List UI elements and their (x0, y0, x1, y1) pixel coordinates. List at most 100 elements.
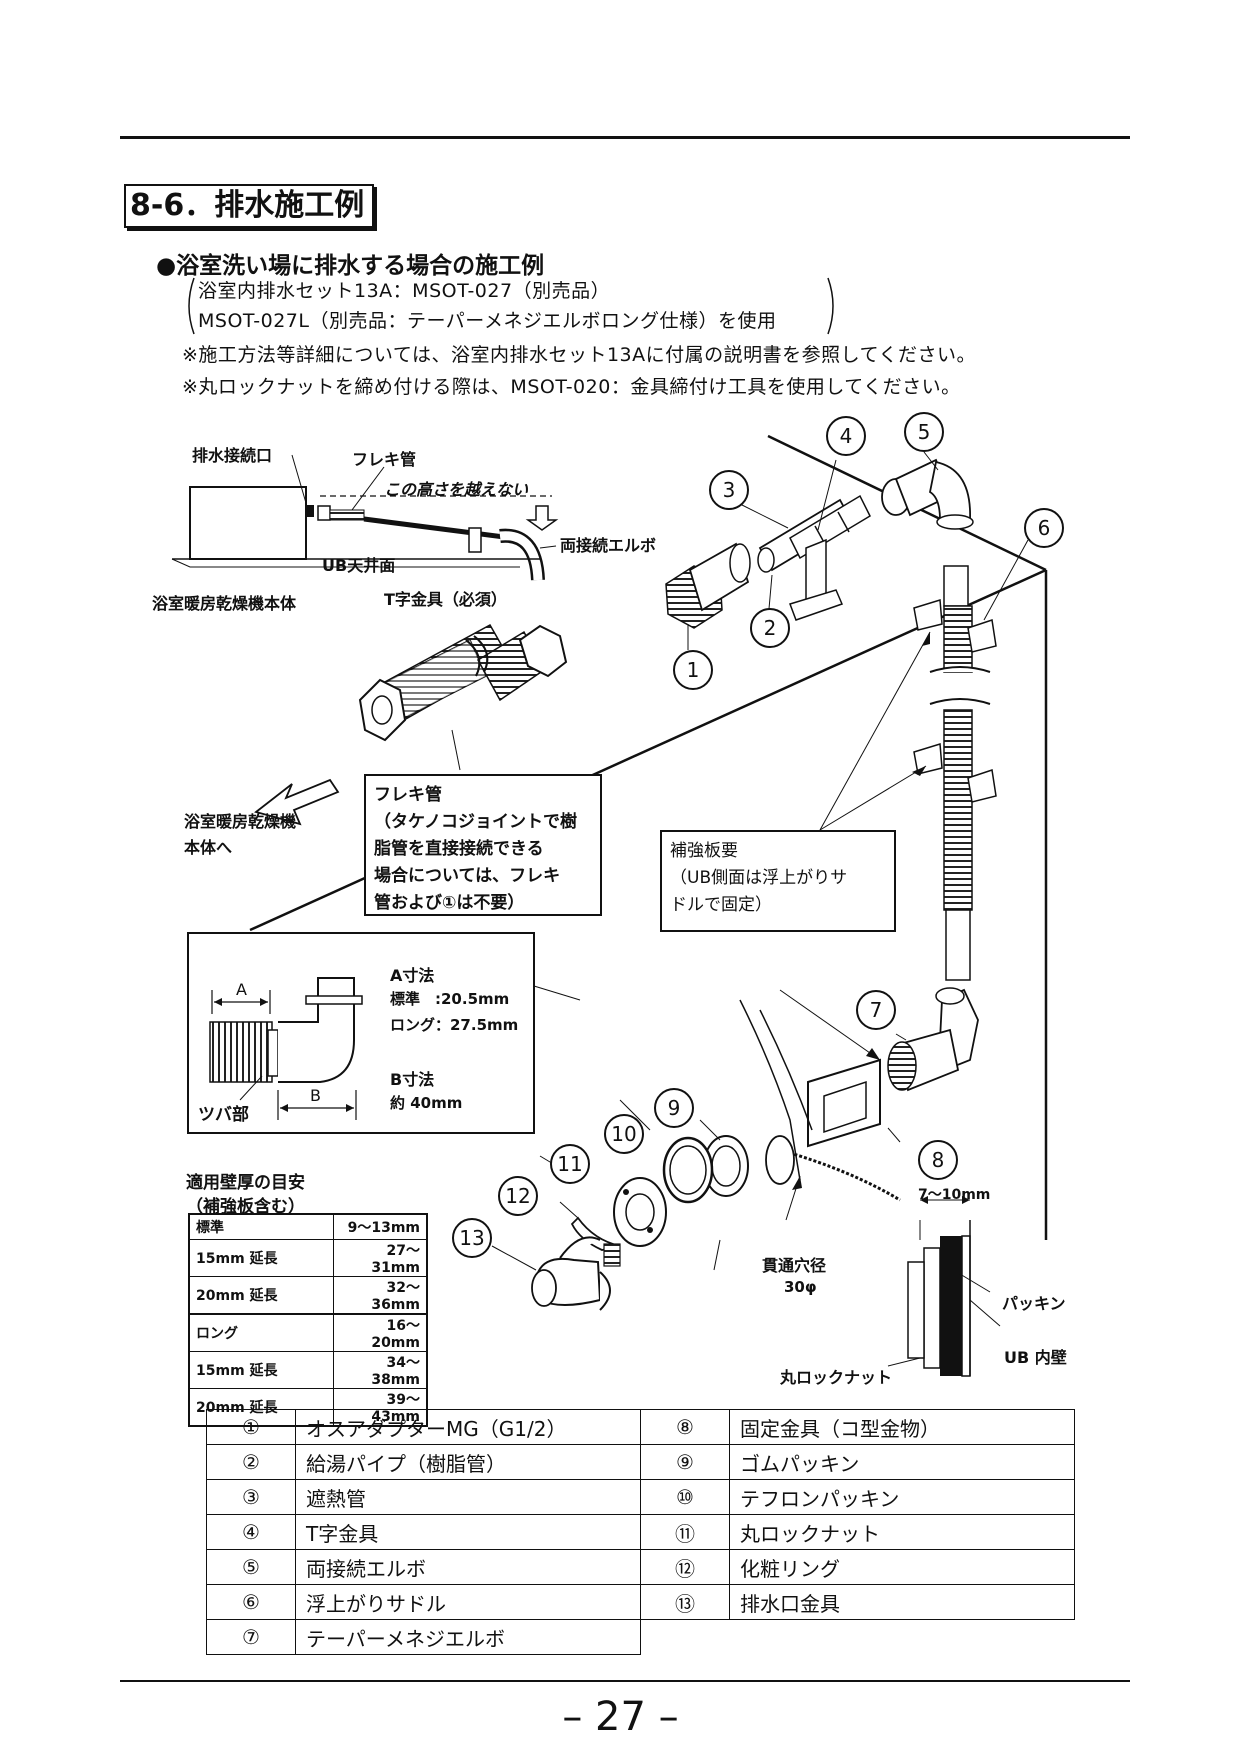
part-name: オスアダプターMG（G1/2） (295, 1409, 641, 1445)
note-paren-left (188, 277, 195, 335)
dryer-inset (171, 454, 559, 581)
dim-b-val: 約 40mm (390, 1094, 463, 1112)
wall-row-value: 16～20mm (333, 1313, 428, 1352)
wall-row-label: 20mm 延長 (188, 1276, 334, 1315)
part-number: ⑥ (206, 1584, 296, 1620)
wall-row-value: 27～31mm (333, 1239, 428, 1277)
flex-pipe-illustration (358, 623, 568, 771)
wall-row-value: 9～13mm (333, 1213, 428, 1240)
callout-2: 2 (750, 608, 790, 648)
part-name: 両接続エルボ (295, 1549, 641, 1585)
parts-1-4 (665, 459, 871, 650)
part-number: ⑪ (640, 1514, 730, 1550)
dim-a-std: 標準 :20.5mm (390, 990, 510, 1008)
part-name: 固定金具（コ型金物） (729, 1409, 1075, 1445)
callout-5: 5 (904, 412, 944, 452)
page-number: – 27 – (562, 1694, 679, 1740)
callout-4: 4 (826, 416, 866, 456)
part-number: ⑤ (206, 1549, 296, 1585)
part-number: ⑧ (640, 1409, 730, 1445)
flex-pipe-note-box: フレキ管 （タケノコジョイントで樹 脂管を直接接続できる 場合については、フレキ… (364, 774, 602, 916)
subhead: ●浴室洗い場に排水する場合の施工例 (156, 253, 545, 279)
dim-b-letter: B (310, 1086, 321, 1105)
label-ub-ceiling: UB天井面 (322, 556, 396, 575)
callout-7: 7 (856, 990, 896, 1030)
note-line-4: ※丸ロックナットを締め付ける際は、MSOT-020：金具締付け工具を使用してくだ… (182, 376, 961, 398)
label-height-note: この高さを越えない (384, 480, 529, 499)
dim-a-long: ロング：27.5mm (390, 1016, 519, 1034)
dim-tsuba: ツバ部 (198, 1105, 249, 1125)
callout-6: 6 (1024, 508, 1064, 548)
label-dryer-body: 浴室暖房乾燥機本体 (152, 594, 297, 613)
label-drain-port: 排水接続口 (192, 446, 273, 465)
part-name: テーパーメネジエルボ (295, 1619, 641, 1655)
callout-1: 1 (673, 650, 713, 690)
wall-table-title-1: 適用壁厚の目安 (186, 1173, 305, 1193)
label-lock-nut: 丸ロックナット (780, 1368, 893, 1387)
label-to-dryer-2: 本体へ (184, 838, 233, 857)
part-number: ⑩ (640, 1479, 730, 1515)
part-name: 浮上がりサドル (295, 1584, 641, 1620)
part-name: 丸ロックナット (729, 1514, 1075, 1550)
wall-fitting-group (531, 987, 979, 1311)
part-5-elbow (881, 451, 974, 530)
flex-box-line-2: （タケノコジョイントで樹 (374, 812, 577, 832)
part-number: ⑦ (206, 1619, 296, 1655)
wall-table-title-2: （補強板含む） (186, 1197, 305, 1217)
wall-row-label: ロング (188, 1313, 334, 1352)
callout-3: 3 (709, 470, 749, 510)
label-packing: パッキン (1002, 1294, 1066, 1313)
part-name: 化粧リング (729, 1549, 1075, 1585)
part-number: ① (206, 1409, 296, 1445)
part-name: 排水口金具 (729, 1584, 1075, 1620)
part-name: テフロンパッキン (729, 1479, 1075, 1515)
label-flex-pipe-small: フレキ管 (352, 450, 417, 469)
arrow-to-dryer (254, 778, 340, 826)
wall-row-label: 15mm 延長 (188, 1351, 334, 1389)
note-line-1: 浴室内排水セット13A：MSOT-027（別売品） (198, 280, 611, 302)
note-line-2: MSOT-027L（別売品：テーパーメネジエルボロング仕様）を使用 (198, 310, 777, 332)
part-number: ③ (206, 1479, 296, 1515)
part-number: ⑫ (640, 1549, 730, 1585)
note-line-3: ※施工方法等詳細については、浴室内排水セット13Aに付属の説明書を参照してくださ… (182, 344, 977, 366)
top-rule (120, 136, 1130, 139)
callout-10: 10 (604, 1114, 644, 1154)
part-number: ② (206, 1444, 296, 1480)
bottom-rule (120, 1680, 1130, 1682)
callout-8: 8 (918, 1140, 958, 1180)
flex-box-line-3: 脂管を直接接続できる (374, 839, 544, 859)
vertical-pipe (913, 539, 1029, 981)
part-number: ④ (206, 1514, 296, 1550)
part-number: ⑨ (640, 1444, 730, 1480)
section-title: 8-6．排水施工例 (124, 184, 375, 228)
flex-box-line-5: 管および①は不要） (374, 893, 525, 913)
wall-row-value: 34～38mm (333, 1351, 428, 1389)
label-elbow: 両接続エルボ (560, 536, 657, 555)
empty-cell (641, 1620, 730, 1655)
flex-box-line-1: フレキ管 (374, 785, 442, 805)
empty-cell (730, 1620, 1075, 1655)
dimension-inset (187, 932, 581, 1134)
part-name: 給湯パイプ（樹脂管） (295, 1444, 641, 1480)
label-gap: 7～10mm (918, 1187, 991, 1203)
label-to-dryer-1: 浴室暖房乾燥機 (184, 812, 297, 831)
note-paren-right (827, 277, 834, 335)
dim-a-title: A寸法 (390, 966, 435, 985)
callout-13: 13 (452, 1218, 492, 1258)
label-through-hole-1: 貫通穴径 (762, 1256, 827, 1275)
wall-row-label: 15mm 延長 (188, 1239, 334, 1277)
